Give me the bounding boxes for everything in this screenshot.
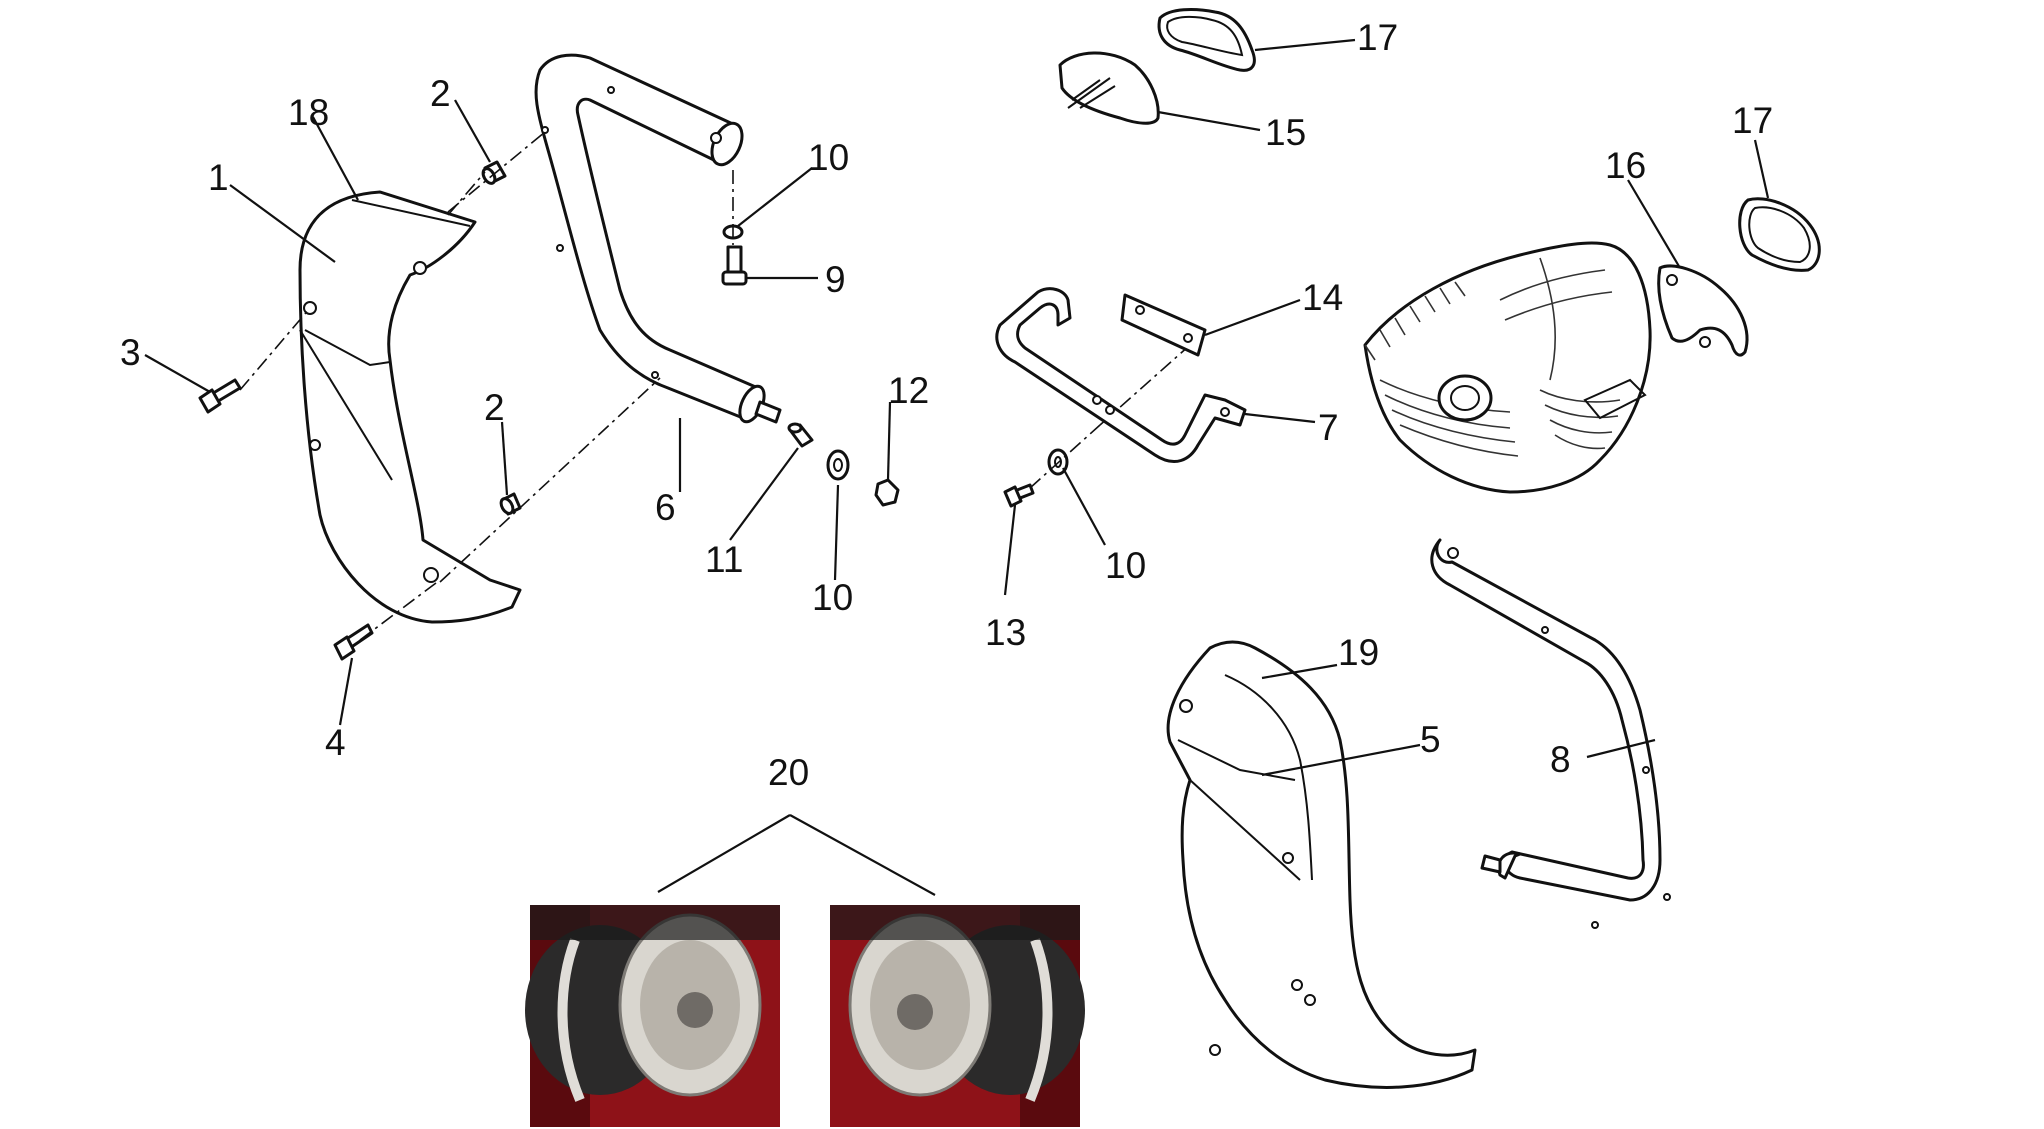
- label-part-16: 16: [1605, 145, 1646, 186]
- label-part-13: 13: [985, 612, 1026, 653]
- label-part-10-middle: 10: [812, 577, 853, 618]
- label-part-17-top: 17: [1357, 17, 1398, 58]
- right-cover-guard-part-5: [1166, 640, 1477, 1089]
- label-part-12: 12: [888, 370, 929, 411]
- label-part-2-upper: 2: [430, 73, 451, 114]
- leader-lines: [144, 38, 1770, 896]
- label-part-20: 20: [768, 752, 809, 793]
- cylinder-head-illustration: [1363, 241, 1652, 494]
- alignment-lines: [239, 131, 1191, 641]
- crash-bar-part-8: [1430, 538, 1671, 929]
- plate-part-14: [1120, 293, 1207, 357]
- part-labels: 18 1 2 3 2 4 6 10 9 11 10 12 13 10 7 14 …: [120, 17, 1773, 793]
- label-part-11: 11: [705, 539, 743, 580]
- lamp-cap-part-15: [1058, 51, 1160, 125]
- label-part-15: 15: [1265, 112, 1306, 153]
- label-part-18: 18: [288, 92, 329, 133]
- label-part-17-right: 17: [1732, 100, 1773, 141]
- label-part-3: 3: [120, 332, 141, 373]
- label-part-10-upper: 10: [808, 137, 849, 178]
- label-part-10-right: 10: [1105, 545, 1146, 586]
- small-cover-part-16: [1657, 264, 1749, 357]
- photo-left-lamp: [525, 905, 780, 1127]
- label-part-7: 7: [1318, 407, 1339, 448]
- photo-right-lamp: [830, 905, 1085, 1127]
- label-part-8: 8: [1550, 739, 1571, 780]
- label-part-19: 19: [1338, 632, 1379, 673]
- left-cover-guard-part-1: [298, 190, 522, 624]
- label-part-9: 9: [825, 259, 846, 300]
- label-part-6: 6: [655, 487, 676, 528]
- label-part-1: 1: [208, 157, 229, 198]
- label-part-14: 14: [1302, 277, 1343, 318]
- label-part-4: 4: [325, 722, 346, 763]
- gasket-part-17-top: [1157, 8, 1256, 72]
- mounting-bracket-part-7: [995, 287, 1247, 463]
- crash-bar-part-6: [534, 53, 782, 424]
- label-part-5: 5: [1420, 719, 1441, 760]
- gasket-part-17-right: [1738, 197, 1821, 272]
- label-part-2-lower: 2: [484, 387, 505, 428]
